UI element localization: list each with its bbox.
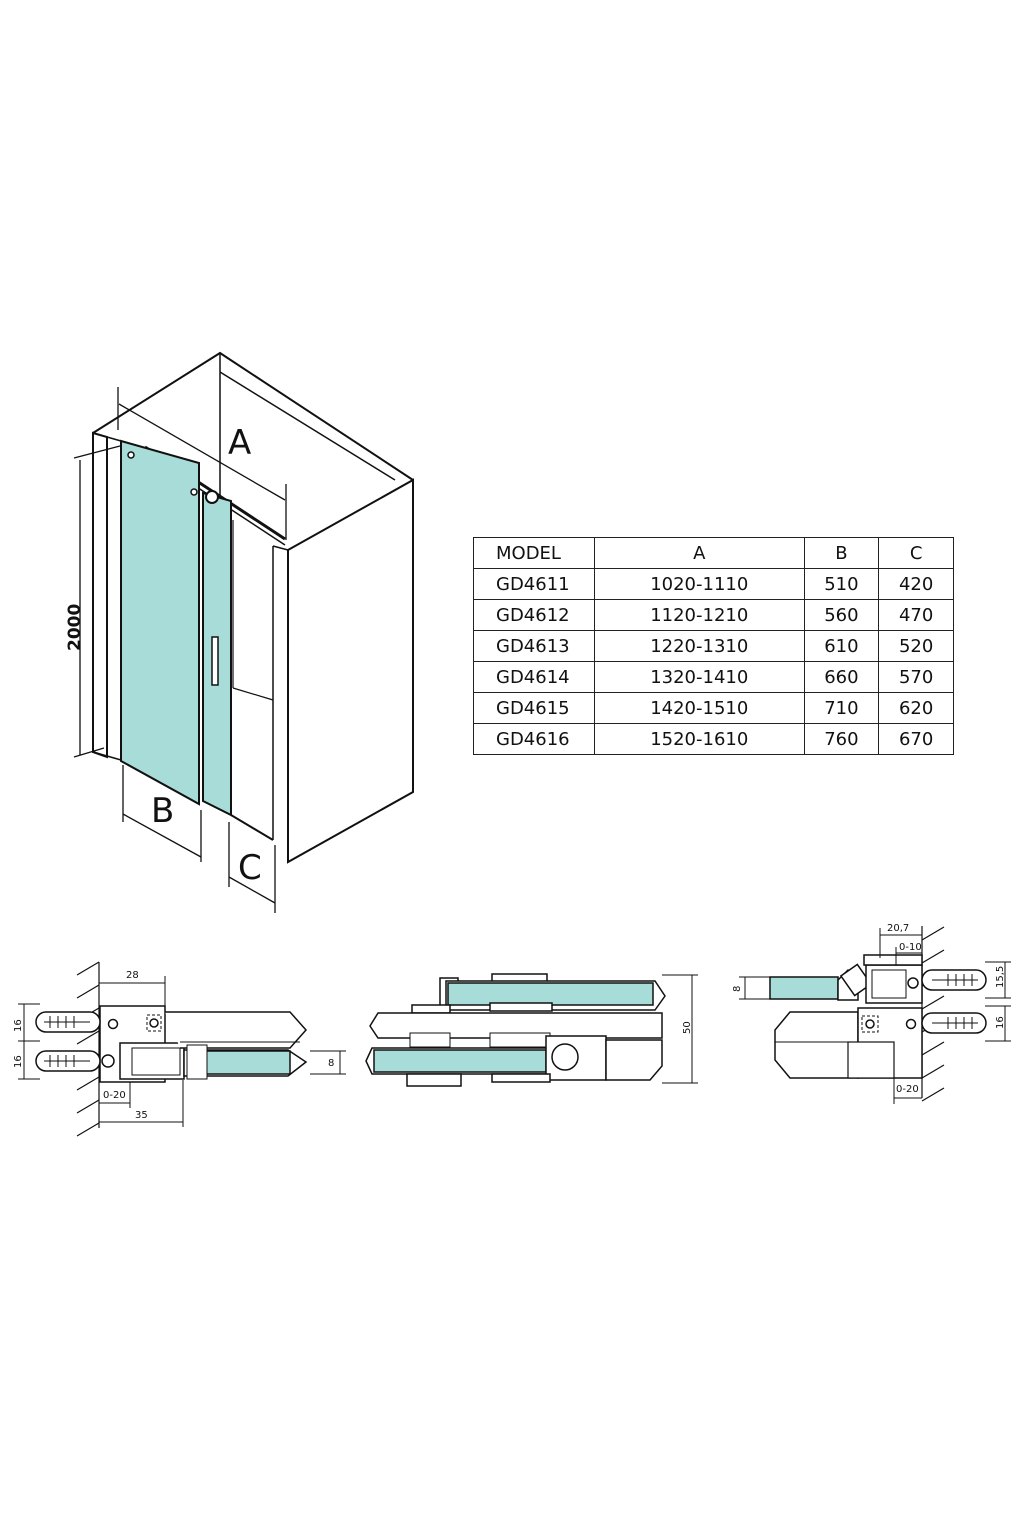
- label-b: B: [151, 791, 174, 831]
- detail-left-wall-profile: 28 16 16 8 0-20 35: [13, 961, 346, 1137]
- cell-c: 420: [878, 568, 954, 600]
- dim-0-20-right: 0-20: [896, 1084, 919, 1095]
- cell-model: GD4614: [473, 661, 595, 693]
- shower-enclosure-drawing: [92, 351, 414, 864]
- cell-a: 1220-1310: [594, 630, 805, 662]
- cell-b: 660: [803, 661, 880, 693]
- cell-model: GD4612: [473, 599, 595, 631]
- cell-c: 520: [878, 630, 954, 662]
- table-row: GD4615 1420-1510 710 620: [473, 692, 954, 724]
- dim-16-right: 16: [995, 1016, 1006, 1029]
- cell-a: 1520-1610: [594, 723, 805, 755]
- cell-model: GD4616: [473, 723, 595, 755]
- door-handle: [211, 636, 219, 686]
- glass-section-bottom: [373, 1049, 547, 1073]
- cell-a: 1020-1110: [594, 568, 805, 600]
- label-a: A: [228, 423, 251, 463]
- cell-b: 510: [803, 568, 880, 600]
- fixing-point-icon: [127, 451, 135, 459]
- model-dimensions-table: MODEL A B C GD4611 1020-1110 510 420 GD4…: [473, 537, 954, 755]
- cell-b: 710: [803, 692, 880, 724]
- left-wall: [92, 431, 108, 759]
- dim-0-10: 0-10: [899, 942, 922, 953]
- detail-middle-roller-profile: 50: [365, 973, 698, 1087]
- cell-a: 1120-1210: [594, 599, 805, 631]
- header-model: MODEL: [473, 537, 595, 569]
- table-row: GD4614 1320-1410 660 570: [473, 661, 954, 693]
- cell-c: 570: [878, 661, 954, 693]
- dim-16-bottom: 16: [13, 1055, 24, 1068]
- cell-c: 620: [878, 692, 954, 724]
- dim-15-5: 15,5: [995, 966, 1006, 988]
- cell-a: 1420-1510: [594, 692, 805, 724]
- roller-wheel-icon: [551, 1043, 579, 1071]
- cell-b: 610: [803, 630, 880, 662]
- wall-inner-top: [219, 371, 396, 481]
- roller-wheel-icon: [205, 490, 219, 504]
- cell-b: 560: [803, 599, 880, 631]
- cell-c: 670: [878, 723, 954, 755]
- dim-35: 35: [135, 1110, 148, 1121]
- header-c: C: [878, 537, 954, 569]
- label-c: C: [238, 848, 262, 888]
- height-label: 2000: [65, 604, 85, 651]
- dim-8-right: 8: [732, 986, 743, 992]
- detail-right-seal-profile: 20,7 0-10 8 15,5 16 0-20: [732, 923, 1011, 1104]
- cell-model: GD4613: [473, 630, 595, 662]
- dim-20-7: 20,7: [887, 923, 909, 934]
- cell-model: GD4611: [473, 568, 595, 600]
- glass-section-top: [447, 982, 654, 1006]
- table-row: GD4616 1520-1610 760 670: [473, 723, 954, 755]
- fixing-point-icon: [190, 488, 198, 496]
- dim-0-20: 0-20: [103, 1090, 126, 1101]
- right-wall: [287, 478, 414, 864]
- dim-28: 28: [126, 970, 139, 981]
- table-header-row: MODEL A B C: [473, 537, 954, 569]
- header-a: A: [594, 537, 805, 569]
- header-b: B: [803, 537, 880, 569]
- table-row: GD4611 1020-1110 510 420: [473, 568, 954, 600]
- table-row: GD4613 1220-1310 610 520: [473, 630, 954, 662]
- dim-50: 50: [682, 1021, 693, 1034]
- table-row: GD4612 1120-1210 560 470: [473, 599, 954, 631]
- dim-8: 8: [328, 1058, 334, 1069]
- glass-edge-section: [769, 976, 839, 1000]
- dim-16-top: 16: [13, 1019, 24, 1032]
- cell-a: 1320-1410: [594, 661, 805, 693]
- main-dimension-lines: [73, 387, 287, 913]
- cell-c: 470: [878, 599, 954, 631]
- cell-model: GD4615: [473, 692, 595, 724]
- fixed-glass-panel: [120, 439, 200, 806]
- cell-b: 760: [803, 723, 880, 755]
